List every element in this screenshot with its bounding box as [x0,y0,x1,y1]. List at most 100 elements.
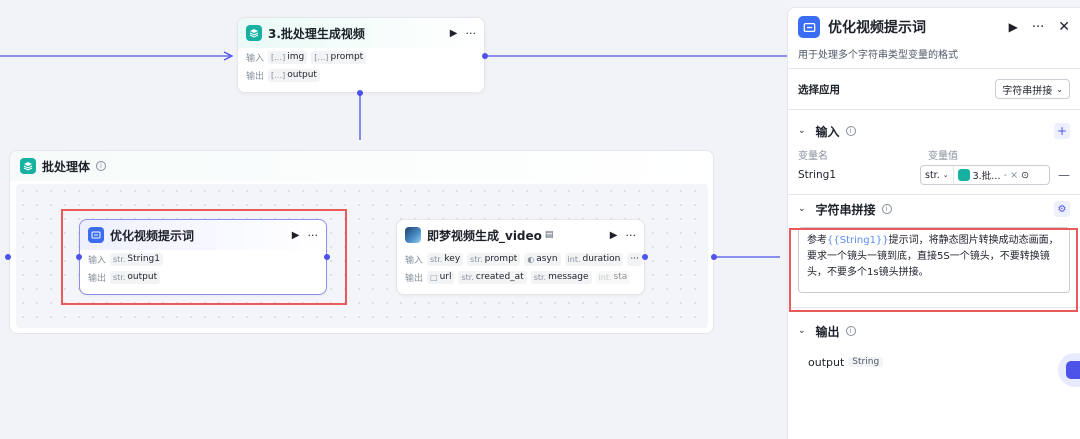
node-header: 3.批处理生成视频 ▶ ··· [238,18,484,48]
gear-icon[interactable]: ⚙ [1054,201,1070,217]
info-icon[interactable]: i [881,204,892,214]
divider [788,307,1080,308]
node-outputs: 输出 □url str.created_at str.message int.s… [397,268,644,286]
layers-icon [20,158,36,174]
divider [788,109,1080,110]
output-chip: str.output [110,270,161,284]
node-inputs: 输入 […]img […]prompt [238,48,484,66]
select-app-dropdown[interactable]: 字符串拼接 ⌄ [995,79,1070,99]
output-chip: […]output [268,68,320,82]
run-icon[interactable]: ▶ [291,229,300,241]
node-title: 优化视频提示词 [110,228,195,243]
node-batch-generate-video[interactable]: 3.批处理生成视频 ▶ ··· 输入 […]img […]prompt 输出 [… [237,17,485,93]
variable-column-headers: 变量名 变量值 [798,150,958,162]
input-section-header[interactable]: ⌄ 输入 i + [788,116,1080,146]
chevron-down-icon[interactable]: ⌄ [798,204,806,214]
group-header: 批处理体 i [10,151,713,181]
variable-token: {{String1}} [827,235,889,246]
info-icon[interactable]: i [845,126,856,136]
node-title: 即梦视频生成_video [427,228,542,243]
type-select[interactable]: str.⌄ [921,166,954,184]
input-chip: […]prompt [311,50,367,64]
input-chip: ◐asyn [524,252,561,266]
layers-icon [246,25,262,41]
variable-row: String1 str.⌄ 3.批… - × ⊙ — [788,162,1080,188]
node-optimize-prompt[interactable]: 优化视频提示词 ▶ ··· 输入 str.String1 输出 str.outp… [79,219,327,295]
variable-name: String1 [798,169,837,181]
node-outputs: 输出 […]output [238,66,484,84]
output-chip: str.created_at [458,270,527,284]
concat-section-header[interactable]: ⌄ 字符串拼接 i ⚙ [788,195,1080,223]
clear-icon[interactable]: × [1010,169,1019,181]
plugin-icon: ▤ [544,230,554,240]
node-header: 优化视频提示词 ▶ ··· [80,220,326,250]
section-title: 输出 [815,324,840,339]
input-chip: […]img [268,50,308,64]
assistant-icon [1066,361,1080,379]
port-out[interactable] [482,53,488,59]
output-chip: int.sta [595,270,631,284]
chevron-down-icon[interactable]: ⌄ [798,326,806,336]
node-header: 即梦视频生成_video ▤ ▶ ··· [397,220,644,250]
select-app-label: 选择应用 [798,83,840,96]
remove-variable-button[interactable]: — [1058,168,1070,182]
text-processing-icon [798,16,820,38]
chevron-down-icon: ⌄ [1056,84,1063,94]
node-inputs: 输入 str.String1 [80,250,326,268]
chevron-down-icon[interactable]: ⌄ [798,126,806,136]
variable-reference[interactable]: 3.批… - × ⊙ [954,168,1033,182]
section-title: 输入 [815,124,840,139]
more-inputs-chip[interactable]: ··· [627,252,642,266]
panel-description: 用于处理多个字符串类型变量的格式 [798,50,958,61]
more-icon[interactable]: ··· [1031,19,1045,35]
input-chip: str.prompt [467,252,521,266]
node-settings-panel: 优化视频提示词 ▶ ··· ✕ 用于处理多个字符串类型变量的格式 选择应用 字符… [787,7,1080,439]
more-icon[interactable]: ··· [307,228,319,242]
output-row: output String [788,350,1080,374]
text-processing-icon [88,227,104,243]
port-out[interactable] [357,90,363,96]
port-in[interactable] [76,254,82,260]
assistant-button[interactable] [1058,353,1080,387]
variable-value-select[interactable]: str.⌄ 3.批… - × ⊙ [920,165,1050,185]
target-icon[interactable]: ⊙ [1021,169,1030,181]
highlight-box [61,209,347,305]
group-title: 批处理体 [42,159,91,174]
run-icon[interactable]: ▶ [449,27,458,39]
divider [788,68,1080,69]
input-chip: str.key [427,252,464,266]
info-icon[interactable]: i [96,161,107,171]
output-chip: str.message [530,270,592,284]
output-chip: □url [427,270,455,284]
node-jimeng-video[interactable]: 即梦视频生成_video ▤ ▶ ··· 输入 str.key str.prom… [396,219,645,295]
add-variable-button[interactable]: + [1054,123,1070,139]
panel-header: 优化视频提示词 ▶ ··· ✕ [788,8,1080,46]
node-outputs: 输出 str.output [80,268,326,286]
input-chip: int.duration [564,252,624,266]
workflow-canvas[interactable]: 3.批处理生成视频 ▶ ··· 输入 […]img […]prompt 输出 [… [0,0,787,439]
node-inputs: 输入 str.key str.prompt ◐asyn int.duration… [397,250,644,268]
output-name: output [808,355,845,369]
output-section-header[interactable]: ⌄ 输出 i [788,316,1080,346]
port-in[interactable] [711,254,717,260]
plugin-image-icon [405,227,421,243]
more-icon[interactable]: ··· [465,26,477,40]
input-chip: str.String1 [110,252,163,266]
port-out[interactable] [642,254,648,260]
highlight-box [789,228,1078,312]
port-out[interactable] [324,254,330,260]
run-icon[interactable]: ▶ [1008,20,1018,34]
select-app-row: 选择应用 字符串拼接 ⌄ [788,69,1080,109]
run-icon[interactable]: ▶ [609,229,618,241]
info-icon[interactable]: i [845,326,856,336]
close-icon[interactable]: ✕ [1058,19,1070,35]
more-icon[interactable]: ··· [625,228,637,242]
port-in[interactable] [5,254,11,260]
divider [788,194,1080,195]
concat-template-textarea[interactable]: 参考{{String1}}提示词，将静态图片转换成动态画面，要求一个镜头一镜到底… [798,227,1070,293]
output-type-tag: String [848,357,884,367]
section-title: 字符串拼接 [815,202,876,217]
layers-icon [957,169,970,181]
chevron-down-icon: ⌄ [942,171,949,179]
panel-title: 优化视频提示词 [828,20,926,36]
